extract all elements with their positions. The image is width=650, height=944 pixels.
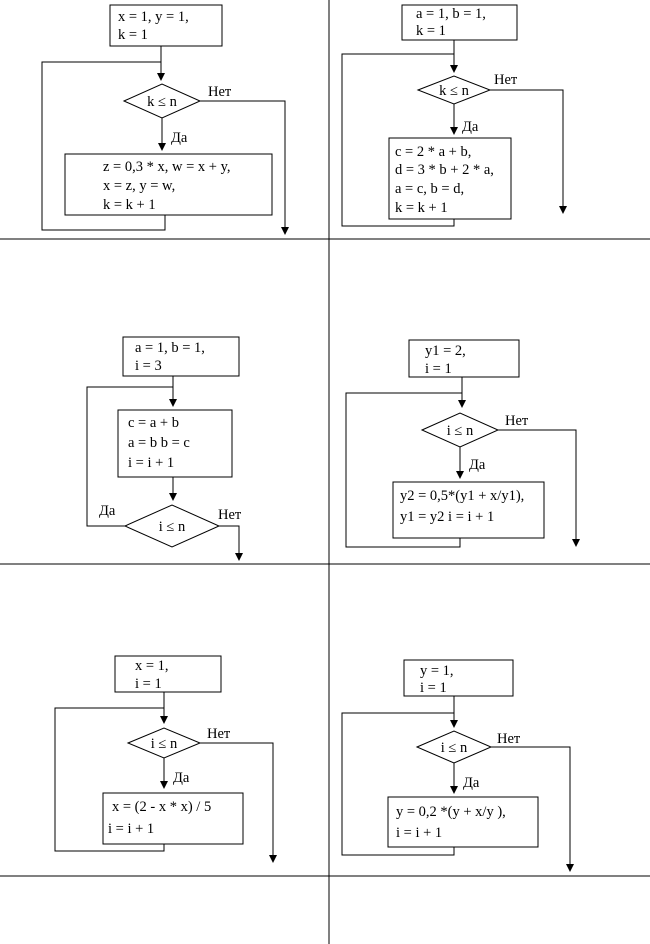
flowchart-1: x = 1, y = 1, k = 1 k ≤ n Нет Да z = 0,3… [41, 4, 289, 235]
loop-back-line [341, 712, 455, 856]
body-line: c = a + b [128, 415, 179, 431]
yes-label: Да [173, 770, 190, 786]
condition-text: k ≤ n [147, 94, 177, 110]
no-label: Нет [505, 413, 529, 429]
body-line: x = (2 - x * x) / 5 [112, 799, 211, 815]
body-line: i = i + 1 [396, 825, 442, 841]
init-block [109, 4, 223, 47]
init-block [401, 4, 518, 41]
body-line: i = i + 1 [128, 455, 174, 471]
init-line: y = 1, [420, 663, 454, 679]
yes-label: Да [469, 457, 486, 473]
body-line: k = k + 1 [395, 200, 448, 216]
body-line: i = i + 1 [108, 821, 154, 837]
body-line: a = c, b = d, [395, 181, 464, 197]
yes-label: Да [463, 775, 480, 791]
body-line: y = 0,2 *(y + x/y ), [396, 804, 506, 820]
loop-body-block [117, 409, 233, 478]
flowchart-3: a = 1, b = 1, i = 3 c = a + b a = b b = … [86, 336, 243, 561]
loop-body-block [387, 796, 539, 848]
loop-back-line [341, 53, 455, 227]
body-line: y1 = y2 i = i + 1 [400, 509, 494, 525]
yes-label: Да [171, 130, 188, 146]
no-branch-line [219, 525, 243, 561]
loop-back-line [41, 61, 166, 231]
init-line: y1 = 2, [425, 343, 466, 359]
no-label: Нет [494, 72, 518, 88]
body-line: y2 = 0,5*(y1 + x/y1), [400, 488, 524, 504]
init-line: i = 1 [420, 680, 447, 696]
body-line: k = k + 1 [103, 197, 156, 213]
init-line: a = 1, b = 1, [135, 340, 205, 356]
flowchart-6: y = 1, i = 1 i ≤ n Нет Да y = 0,2 *(y + … [341, 659, 574, 872]
loop-body-block [102, 792, 244, 845]
init-block [122, 336, 240, 377]
condition-text: i ≤ n [447, 423, 474, 439]
init-line: a = 1, b = 1, [416, 6, 486, 22]
no-branch-line [491, 746, 574, 872]
no-label: Нет [207, 726, 231, 742]
no-branch-line [200, 742, 277, 863]
loop-body-block [388, 137, 512, 220]
body-line: a = b b = c [128, 435, 190, 451]
init-line: k = 1 [416, 23, 446, 39]
flowchart-5: x = 1, i = 1 i ≤ n Нет Да x = (2 - x * x… [54, 655, 277, 863]
loop-back-line [345, 392, 462, 548]
init-line: x = 1, [135, 658, 169, 674]
body-line: x = z, y = w, [103, 178, 175, 194]
init-block [403, 659, 514, 697]
condition-text: i ≤ n [159, 519, 186, 535]
yes-loop-back-line [86, 386, 173, 527]
init-line: x = 1, y = 1, [118, 9, 189, 25]
yes-label: Да [99, 503, 116, 519]
body-line: d = 3 * b + 2 * a, [395, 162, 494, 178]
loop-back-line [54, 707, 165, 852]
loop-body-block [392, 481, 545, 539]
init-block [408, 339, 520, 378]
loop-body-block [64, 153, 273, 216]
no-branch-line [498, 429, 580, 547]
yes-label: Да [462, 119, 479, 135]
init-line: i = 1 [135, 676, 162, 692]
body-line: z = 0,3 * x, w = x + y, [103, 159, 231, 175]
condition-text: i ≤ n [151, 736, 178, 752]
no-branch-line [200, 100, 289, 235]
init-line: i = 3 [135, 358, 162, 374]
no-branch-line [490, 89, 567, 214]
flowchart-4: y1 = 2, i = 1 i ≤ n Нет Да y2 = 0,5*(y1 … [345, 339, 580, 548]
no-label: Нет [497, 731, 521, 747]
init-line: i = 1 [425, 361, 452, 377]
no-label: Нет [208, 84, 232, 100]
init-line: k = 1 [118, 27, 148, 43]
init-block [114, 655, 222, 693]
condition-text: k ≤ n [439, 83, 469, 99]
no-label: Нет [218, 507, 242, 523]
body-line: c = 2 * a + b, [395, 144, 471, 160]
condition-text: i ≤ n [441, 740, 468, 756]
flowchart-2: a = 1, b = 1, k = 1 k ≤ n Нет Да c = 2 *… [341, 4, 567, 227]
